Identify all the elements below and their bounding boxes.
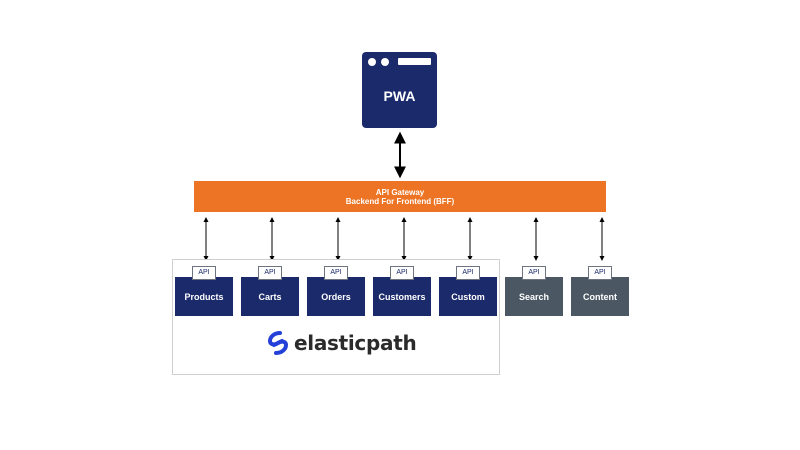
api-gateway: API Gateway Backend For Frontend (BFF) bbox=[194, 181, 606, 212]
api-tag: API bbox=[324, 266, 348, 280]
service-customers: Customers bbox=[373, 277, 431, 316]
api-tag: API bbox=[522, 266, 546, 280]
window-dot bbox=[381, 58, 389, 66]
service-orders: Orders bbox=[307, 277, 365, 316]
elasticpath-logo: elasticpath bbox=[266, 330, 417, 356]
pwa-label: PWA bbox=[383, 88, 416, 104]
window-address-bar bbox=[398, 58, 431, 65]
elasticpath-logo-text: elasticpath bbox=[294, 331, 417, 355]
api-tag: API bbox=[192, 266, 216, 280]
api-tag: API bbox=[588, 266, 612, 280]
elasticpath-logo-icon bbox=[267, 331, 289, 355]
pwa-window: PWA bbox=[362, 52, 437, 128]
api-tag: API bbox=[390, 266, 414, 280]
service-arrows bbox=[203, 217, 605, 261]
gateway-title: API Gateway bbox=[375, 187, 425, 197]
service-content: Content bbox=[571, 277, 629, 316]
service-products: Products bbox=[175, 277, 233, 316]
window-dot bbox=[368, 58, 376, 66]
service-search: Search bbox=[505, 277, 563, 316]
api-tag: API bbox=[258, 266, 282, 280]
api-tag: API bbox=[456, 266, 480, 280]
service-carts: Carts bbox=[241, 277, 299, 316]
service-custom: Custom bbox=[439, 277, 497, 316]
gateway-subtitle: Backend For Frontend (BFF) bbox=[345, 196, 455, 206]
